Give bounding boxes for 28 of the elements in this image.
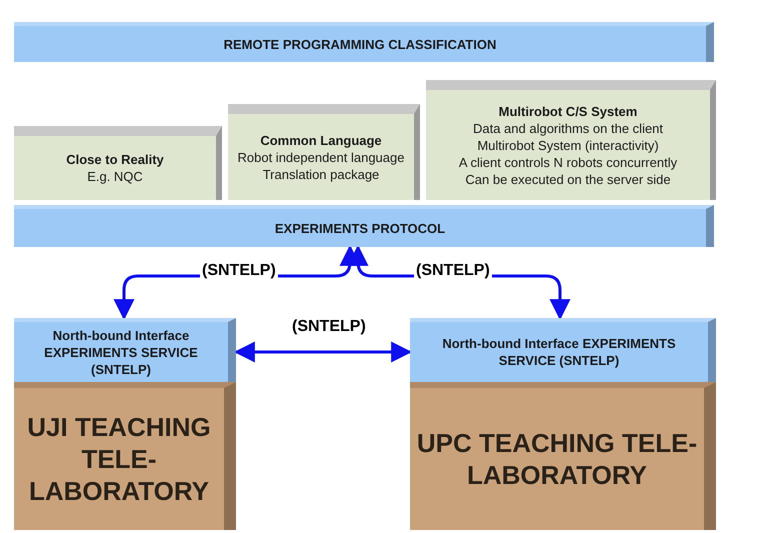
box-text: Can be executed on the server side xyxy=(465,170,671,188)
box-text: North-bound Interface EXPERIMENTS SERVICE (SNTELP) xyxy=(43,326,199,378)
box-text: UJI TEACHING TELE-LABORATORY xyxy=(26,411,212,507)
edge-label: (SNTELP) xyxy=(200,262,278,280)
edge-label: (SNTELP) xyxy=(414,262,492,280)
box-text: EXPERIMENTS PROTOCOL xyxy=(274,220,446,236)
box-heading: Close to Reality xyxy=(66,151,164,168)
box-text: Robot independent language xyxy=(238,148,404,166)
box-text: UPC TEACHING TELE-LABORATORY xyxy=(416,427,698,491)
box-text: Data and algorithms on the client xyxy=(472,120,664,136)
banner xyxy=(14,22,714,62)
category-box xyxy=(14,126,222,200)
box-text: Translation package xyxy=(262,166,380,182)
box-heading: Multirobot C/S System xyxy=(498,102,638,120)
banner xyxy=(14,205,714,247)
box-text: Multirobot System (interactivity) xyxy=(477,136,659,154)
laboratory-block xyxy=(14,382,236,530)
box-text: North-bound Interface EXPERIMENTS SERVICE (SNTELP) xyxy=(441,335,677,369)
interface-box xyxy=(410,318,716,382)
box-text: REMOTE PROGRAMMING CLASSIFICATION xyxy=(224,36,496,52)
category-box xyxy=(426,80,716,200)
box-heading: Common Language xyxy=(260,132,382,148)
laboratory-block xyxy=(410,382,716,530)
box-text: A client controls N robots concurrently xyxy=(458,154,678,170)
interface-box xyxy=(14,318,236,382)
category-box xyxy=(228,104,420,200)
box-text: E.g. NQC xyxy=(87,168,143,185)
edge-label: (SNTELP) xyxy=(290,318,368,336)
